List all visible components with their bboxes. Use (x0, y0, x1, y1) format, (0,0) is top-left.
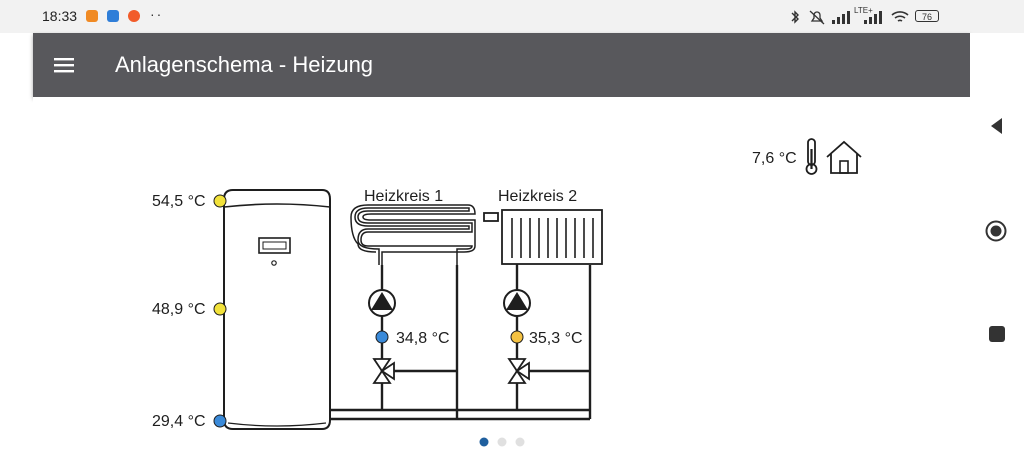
navigation-bar (970, 33, 1024, 461)
notification-icon (107, 10, 119, 22)
heating-schematic-diagram: 7,6 °C 54,5 °C 48,9 °C 29,4 °C (152, 138, 862, 447)
tank-bottom-temperature: 29,4 °C (152, 413, 206, 430)
circuit-2-mixing-valve-icon (507, 358, 590, 384)
network-type-label: LTE+ (854, 6, 873, 15)
circuit-2-sensor (510, 330, 524, 344)
page-title: Anlagenschema - Heizung (115, 52, 374, 77)
page-dot[interactable] (497, 437, 507, 447)
heating-schematic-panel: 7,6 °C 54,5 °C 48,9 °C 29,4 °C (33, 97, 970, 461)
circuit-1-flow-temperature: 34,8 °C (396, 330, 450, 347)
circuit-2-flow-temperature: 35,3 °C (529, 330, 583, 347)
tank-top-sensor (213, 194, 227, 208)
circuit-1-mixing-valve-icon (372, 358, 457, 384)
wifi-icon (891, 11, 909, 22)
circuit-1-label: Heizkreis 1 (364, 188, 443, 205)
page-dot-active[interactable] (479, 437, 489, 447)
battery-indicator: 76 (915, 10, 939, 22)
home-circle-icon[interactable] (985, 220, 1007, 242)
signal-icon (832, 11, 850, 24)
recents-square-icon[interactable] (988, 325, 1006, 343)
page-dot[interactable] (515, 437, 525, 447)
distribution-pipes (330, 265, 592, 421)
tank-display (258, 237, 291, 254)
circuit-2-pump-icon (503, 289, 531, 317)
floor-heating-icon (350, 204, 476, 265)
app-bar: Anlagenschema - Heizung (33, 33, 970, 97)
outdoor-temperature: 7,6 °C (752, 150, 797, 167)
status-time: 18:33 (42, 8, 78, 24)
thermometer-icon (805, 138, 818, 175)
storage-tank (223, 189, 331, 430)
bluetooth-icon (791, 10, 799, 24)
more-notifications-icon: ·· (150, 6, 164, 22)
circuit-2-label: Heizkreis 2 (498, 188, 577, 205)
radiator-icon (483, 209, 603, 265)
circuit-1-sensor (375, 330, 389, 344)
page-indicator[interactable] (479, 437, 525, 447)
tank-top-temperature: 54,5 °C (152, 193, 206, 210)
signal-icon (864, 11, 882, 24)
circuit-1-pump-icon (368, 289, 396, 317)
back-triangle-icon[interactable] (987, 116, 1007, 136)
house-icon (826, 140, 862, 174)
status-bar: 18:33 ·· LTE+ 76 (0, 0, 1024, 33)
tank-middle-sensor (213, 302, 227, 316)
mute-icon (809, 10, 825, 25)
notification-icon (128, 10, 140, 22)
tank-middle-temperature: 48,9 °C (152, 301, 206, 318)
hamburger-menu-icon[interactable] (51, 53, 77, 77)
notification-icon (86, 10, 98, 22)
tank-bottom-sensor (213, 414, 227, 428)
